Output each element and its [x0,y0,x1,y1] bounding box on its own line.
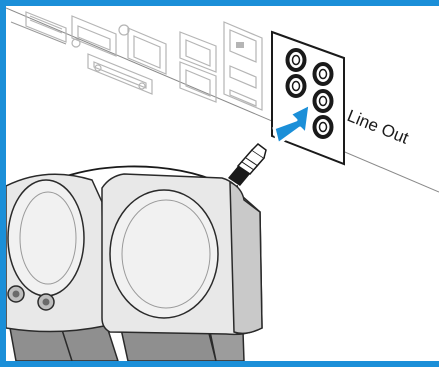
speaker-icon [6,174,262,361]
illustration-canvas: Line Out [6,6,439,361]
computer-back-panel [6,6,439,192]
audio-jack-icon [228,144,266,186]
connection-diagram: Line Out [6,6,439,361]
